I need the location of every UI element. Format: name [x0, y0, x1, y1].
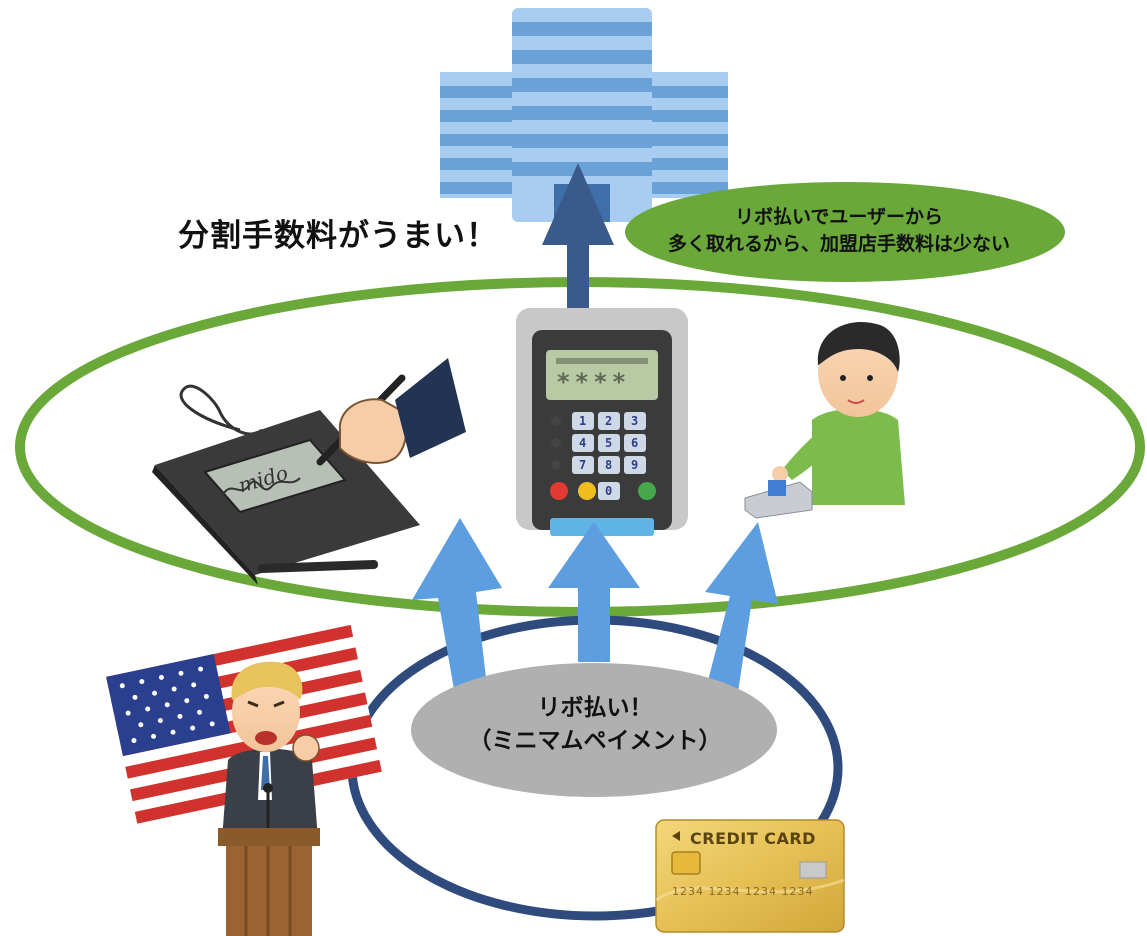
customer-icon	[744, 321, 905, 519]
terminal-key-4: 4	[579, 436, 587, 450]
headline-text: 分割手数料がうまい！	[178, 218, 498, 254]
signing-hand-icon	[316, 358, 466, 466]
speech-bubble-shape	[548, 182, 1065, 282]
terminal-display-text: ****	[557, 368, 632, 396]
terminal-key-0: 0	[605, 484, 613, 498]
terminal-key-8: 8	[605, 458, 613, 472]
payment-terminal-icon	[516, 308, 688, 536]
revolving-label: リボ払い！ （ミニマムペイメント）	[415, 692, 775, 758]
revolving-bubble	[411, 663, 777, 797]
revolving-label-line-2: （ミニマムペイメント）	[468, 728, 722, 754]
arrow-to-bank-icon	[542, 163, 614, 322]
speech-bubble-text: リボ払いでユーザーから 多く取れるから、加盟店手数料は少ない	[604, 204, 1074, 258]
payment-arrows	[412, 518, 778, 695]
terminal-key-2: 2	[605, 414, 613, 428]
arrow-to-customer-icon	[705, 522, 778, 692]
bank-building-icon	[440, 8, 728, 222]
terminal-key-1: 1	[579, 414, 587, 428]
arrow-to-terminal-icon	[548, 522, 640, 662]
arrow-to-signature-icon	[412, 518, 502, 695]
credit-card-label: CREDIT CARD	[690, 829, 816, 848]
speech-bubble-line-2: 多く取れるから、加盟店手数料は少ない	[667, 233, 1010, 255]
terminal-key-9: 9	[631, 458, 639, 472]
credit-card-icon	[655, 819, 845, 933]
terminal-key-3: 3	[631, 414, 639, 428]
revolving-label-line-1: リボ払い！	[537, 695, 653, 721]
terminal-key-7: 7	[579, 458, 587, 472]
terminal-key-6: 6	[631, 436, 639, 450]
terminal-key-5: 5	[605, 436, 613, 450]
speech-bubble-line-1: リボ払いでユーザーから	[734, 206, 944, 228]
credit-card-number: 1234 1234 1234 1234	[672, 885, 814, 898]
speaker-icon	[218, 661, 320, 936]
